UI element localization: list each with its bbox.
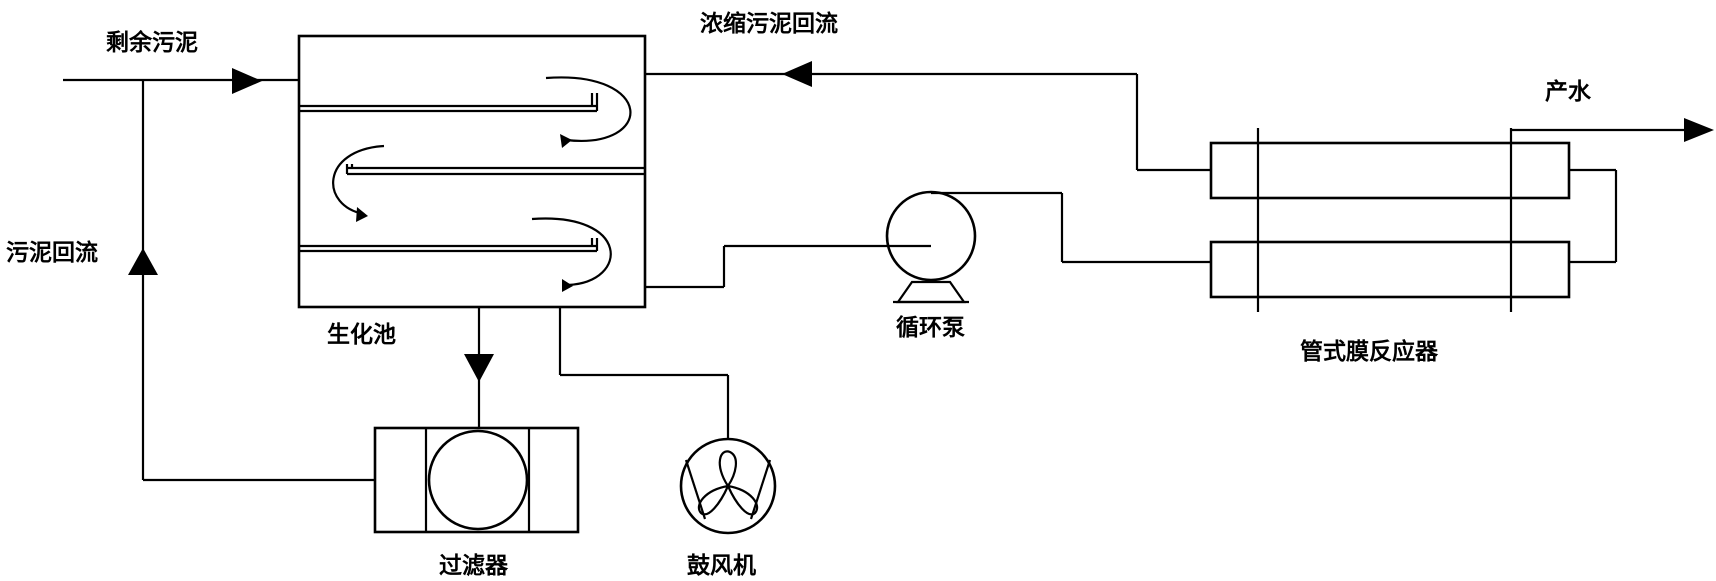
label-sludge-return: 污泥回流 xyxy=(6,239,98,266)
blower-fan-icon xyxy=(679,437,777,535)
filter-unit-icon xyxy=(427,429,529,531)
pump-feed-line xyxy=(645,244,931,289)
label-tubular-mbr: 管式膜反应器 xyxy=(1300,338,1439,365)
flow-arrow-middle-icon xyxy=(332,144,385,216)
tubular-membrane-reactor xyxy=(1209,118,1714,312)
sludge-return-line xyxy=(128,80,375,482)
circulation-pump xyxy=(885,190,1211,304)
label-excess-sludge: 剩余污泥 xyxy=(106,29,198,56)
down-arrow-icon xyxy=(464,354,494,382)
product-water-arrow-icon xyxy=(1684,118,1714,142)
centrifugal-pump-icon xyxy=(885,190,977,282)
label-concentrated-return: 浓缩污泥回流 xyxy=(700,10,838,37)
return-arrow-icon xyxy=(128,248,158,275)
filter-unit xyxy=(373,426,580,534)
return-arrow-left-icon xyxy=(782,61,812,87)
blower-air-line xyxy=(558,307,730,438)
label-filter: 过滤器 xyxy=(439,553,509,579)
filter-feed-line xyxy=(464,307,494,428)
excess-sludge-inlet-line xyxy=(63,68,298,94)
label-bio-tank: 生化池 xyxy=(327,321,396,348)
label-circulation-pump: 循环泵 xyxy=(896,314,965,341)
flow-arrow-top-icon xyxy=(545,76,632,142)
concentrated-return-line xyxy=(645,61,1211,172)
label-blower: 鼓风机 xyxy=(687,553,756,579)
label-product-water: 产水 xyxy=(1545,78,1592,105)
flow-arrow-bottom-icon xyxy=(531,217,612,287)
inlet-arrow-icon xyxy=(232,68,262,94)
bio-tank xyxy=(297,34,647,309)
blower xyxy=(679,437,777,535)
